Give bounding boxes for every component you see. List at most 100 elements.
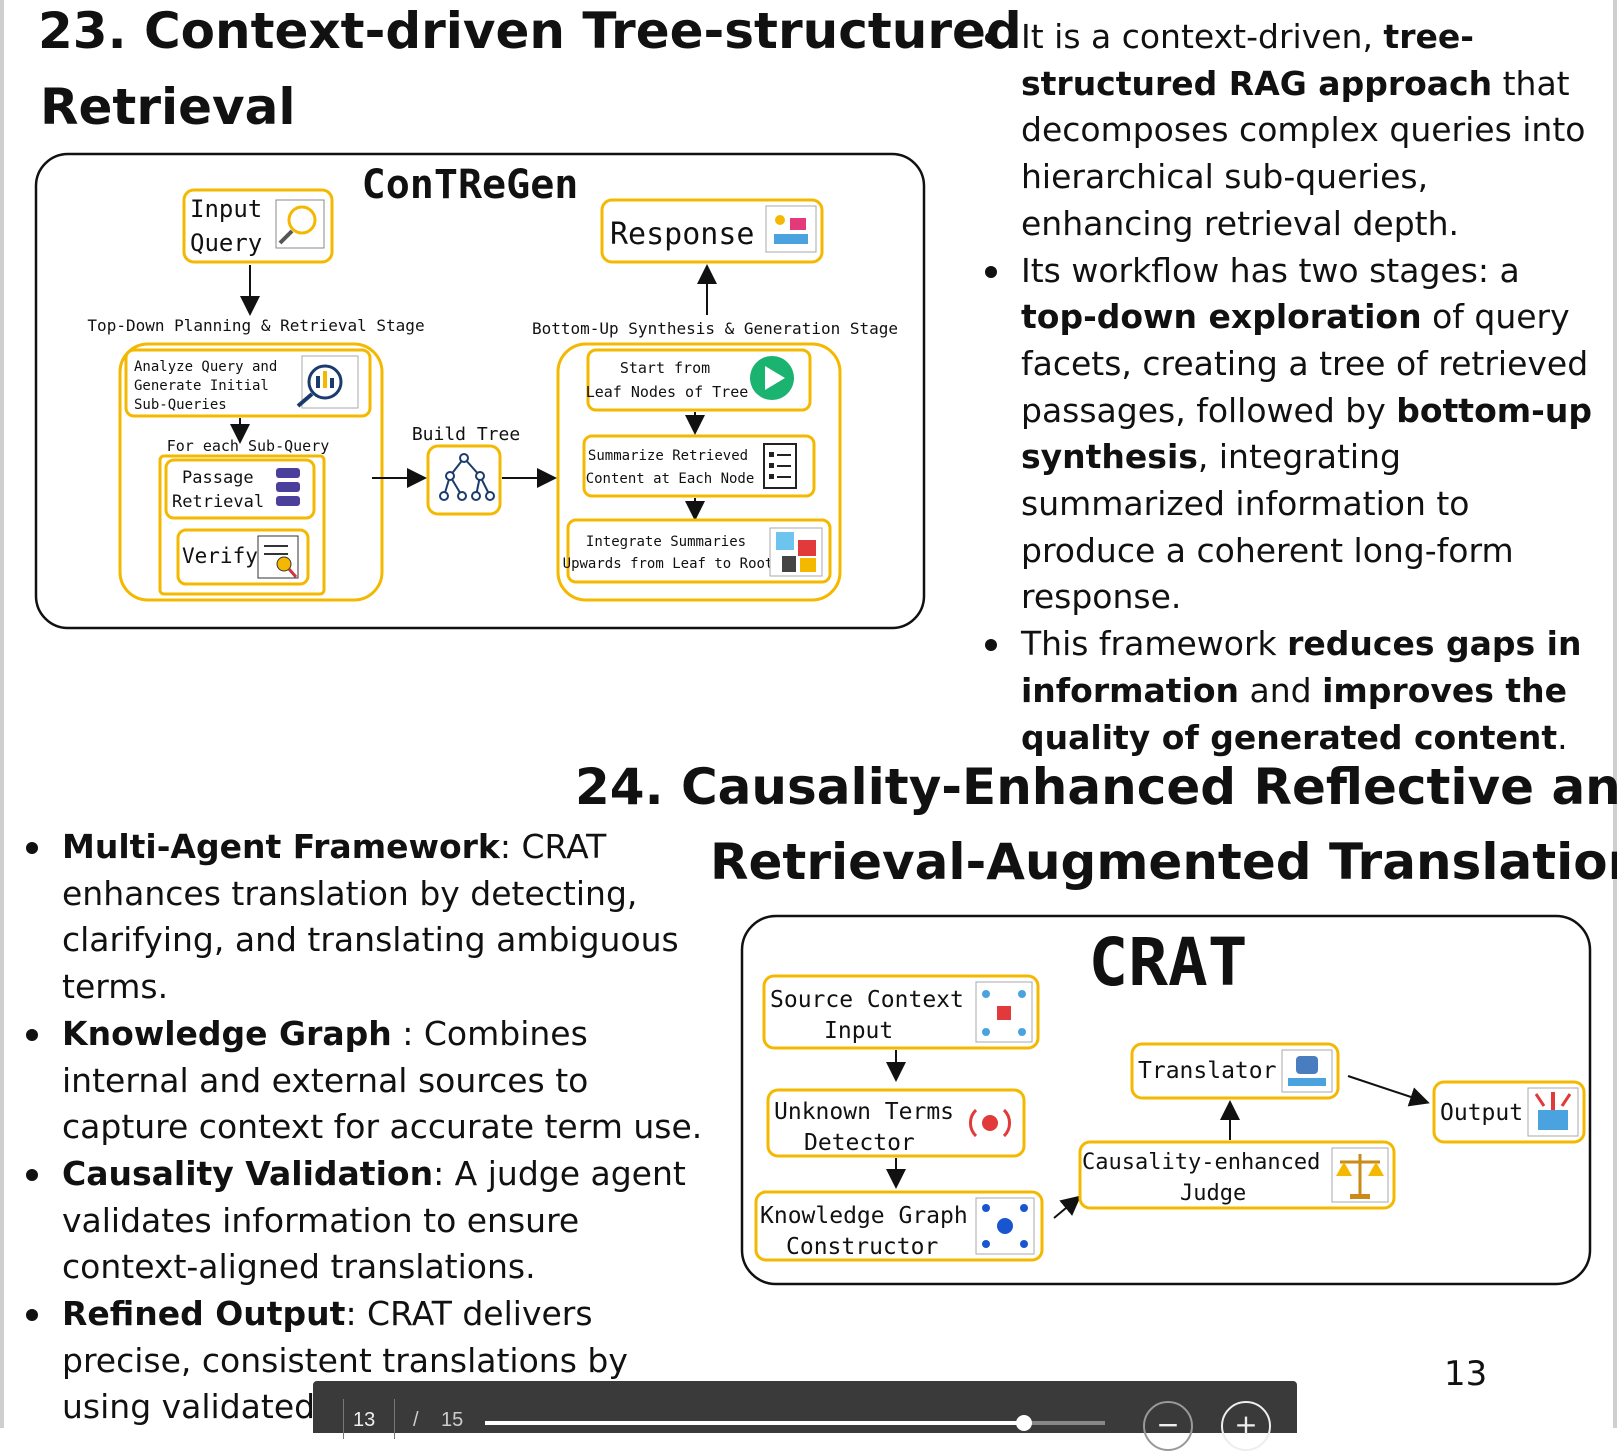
zoom-out-button[interactable]: − [1143, 1401, 1193, 1451]
integrate-label-2: Upwards from Leaf to Root [563, 556, 774, 572]
input-query-label-2: Query [190, 229, 262, 257]
page-slider-handle[interactable] [1016, 1415, 1033, 1431]
page-number: 13 [1444, 1354, 1488, 1394]
build-tree-label: Build Tree [412, 424, 520, 445]
bullet-dot [985, 32, 997, 44]
bullet-dot [26, 1309, 38, 1322]
graph-icon [975, 1197, 1035, 1255]
section-24-title-line1: 24. Causality-Enhanced Reflective and [575, 758, 1617, 816]
passage-label-2: Retrieval [172, 492, 264, 512]
unknown-terms-box [766, 1088, 1026, 1158]
bullet-text: : A judge agent validates information to… [62, 1153, 686, 1287]
source-label-2: Input [824, 1018, 893, 1044]
input-query-label-1: Input [190, 195, 262, 223]
topdown-stage-label: Top-Down Planning & Retrieval Stage [87, 316, 424, 335]
integrate-label-1: Integrate Summaries [586, 534, 746, 550]
page-left-edge [0, 0, 4, 1428]
bullet-item: Knowledge Graph : Combines internal and … [26, 1011, 716, 1151]
page-number-input[interactable] [343, 1399, 395, 1439]
output-icon [1527, 1087, 1579, 1137]
bullet-text: It is a context-driven, [1021, 17, 1384, 56]
judge-label-1: Causality-enhanced [1082, 1150, 1320, 1175]
bullet-text: This framework [1021, 624, 1288, 664]
play-icon [750, 356, 794, 400]
bullet-text: . [1557, 717, 1568, 757]
bullet-text: : Combines internal and external sources… [62, 1013, 703, 1147]
section-23-title-line1: 23. Context-driven Tree-structured [38, 2, 1022, 60]
bullet-bold-text: top-down exploration [1021, 297, 1422, 337]
source-label-1: Source Context [770, 987, 964, 1013]
bullet-bold-text: Knowledge Graph [62, 1013, 392, 1053]
judge-label-2: Judge [1180, 1181, 1246, 1206]
analyze-label-3: Sub-Queries [134, 397, 227, 413]
crat-title: CRAT [1089, 924, 1248, 1001]
foreach-label: For each Sub-Query [167, 437, 330, 455]
start-label-2: Leaf Nodes of Tree [586, 383, 749, 401]
page-separator: / [413, 1409, 419, 1431]
zoom-in-button[interactable]: + [1221, 1401, 1271, 1451]
unknown-label-1: Unknown Terms [774, 1099, 954, 1125]
bullet-text: of query facets, creating a tree of retr… [1021, 297, 1589, 430]
summarize-label-2: Content at Each Node [586, 471, 755, 487]
checklist-icon [763, 443, 797, 489]
bullet-item: Causality Validation: A judge agent vali… [26, 1151, 716, 1291]
bullet-item: Its workflow has two stages: a top-down … [985, 248, 1595, 622]
page-right-edge [1613, 0, 1617, 1428]
bottomup-stage-label: Bottom-Up Synthesis & Generation Stage [532, 319, 898, 338]
unknown-label-2: Detector [804, 1130, 915, 1156]
summarize-label-1: Summarize Retrieved [588, 448, 748, 464]
bullet-dot [985, 639, 997, 652]
section-24-bullets: Multi-Agent Framework: CRAT enhances tra… [26, 824, 716, 1431]
bullet-text: and [1239, 670, 1323, 710]
bullet-text: that decomposes complex queries into hie… [1021, 63, 1586, 243]
document-check-icon [257, 535, 299, 579]
bullet-bold-text: reduces gaps in information [1021, 624, 1582, 710]
kg-label-2: Constructor [786, 1234, 938, 1260]
bullet-dot [26, 1028, 38, 1041]
bullet-item: This framework reduces gaps in informati… [985, 621, 1595, 761]
bullet-item: Multi-Agent Framework: CRAT enhances tra… [26, 824, 716, 1011]
puzzle-icon [769, 527, 823, 577]
summarize-box [582, 434, 816, 498]
bullet-text: Its workflow has two stages: a [1021, 250, 1520, 290]
analytics-icon [296, 355, 359, 409]
bullet-bold-text: improves the quality of generated conten… [1021, 670, 1568, 757]
bullet-bold-text: Refined Output [62, 1294, 346, 1334]
bullet-text: : CRAT enhances translation by detecting… [62, 827, 679, 1007]
page-slider-fill [485, 1421, 1025, 1425]
translator-icon [1281, 1049, 1333, 1093]
bullet-text: , integrating summarized information to … [1021, 437, 1514, 617]
magnifier-icon [275, 199, 325, 249]
section-24-title-line2: Retrieval-Augmented Translation [710, 833, 1617, 891]
bullet-bold-text: Causality Validation [62, 1153, 434, 1193]
verify-label: Verify [182, 544, 258, 568]
passage-label-1: Passage [182, 468, 254, 488]
bullet-dot [26, 1168, 38, 1181]
contregen-diagram: ConTReGen Input Query Response Top-Down … [34, 152, 926, 630]
network-icon [975, 981, 1033, 1043]
bullet-dot [985, 265, 997, 278]
response-icon [765, 205, 817, 253]
crat-diagram: CRAT Source Context Input Unknown Terms … [740, 914, 1592, 1286]
integrate-box [566, 518, 832, 584]
knowledge-graph-box [754, 1190, 1044, 1262]
section-23-title-line2: Retrieval [40, 78, 296, 136]
scales-icon [1331, 1147, 1389, 1203]
database-icon [270, 466, 306, 512]
bullet-bold-text: tree-structured RAG approach [1021, 17, 1493, 103]
output-label: Output [1440, 1100, 1523, 1126]
pdf-viewer-toolbar: 13 / 15 − + [313, 1381, 1297, 1451]
current-page[interactable]: 13 [353, 1409, 376, 1431]
start-label-1: Start from [620, 359, 710, 377]
kg-label-1: Knowledge Graph [760, 1203, 968, 1229]
section-23-bullets: It is a context-driven, tree-structured … [985, 14, 1595, 761]
tree-icon [439, 453, 495, 501]
source-context-box [762, 974, 1040, 1050]
analyze-label-2: Generate Initial [134, 378, 269, 394]
page-slider[interactable] [485, 1415, 1105, 1431]
response-label: Response [610, 217, 755, 252]
contregen-title: ConTReGen [362, 162, 579, 208]
total-pages: 15 [441, 1409, 464, 1431]
signal-icon [962, 1096, 1018, 1150]
bullet-bold-text: Multi-Agent Framework [62, 827, 500, 866]
